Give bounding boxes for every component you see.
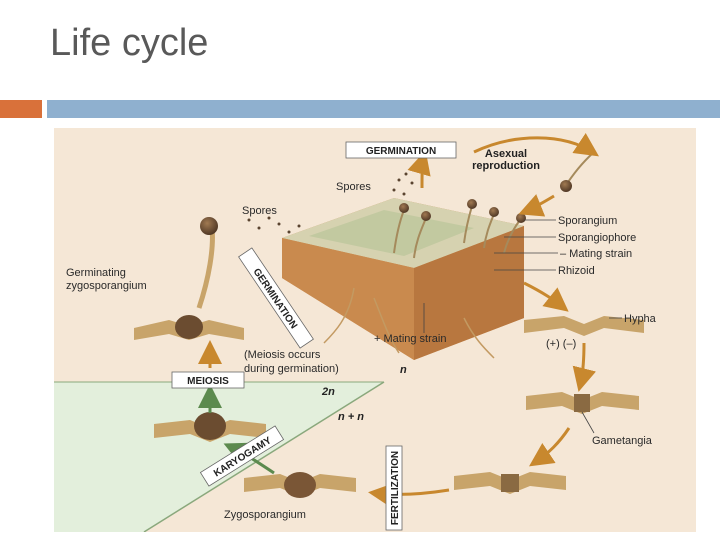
spores-top-label: Spores bbox=[336, 181, 371, 193]
spores-left-label: Spores bbox=[242, 205, 277, 217]
accent-bar-blue bbox=[47, 100, 720, 118]
germination-top-box: GERMINATION bbox=[345, 141, 457, 159]
fertilization-stage bbox=[454, 472, 566, 494]
slide-title: Life cycle bbox=[50, 22, 209, 64]
gametangia-label: Gametangia bbox=[592, 435, 653, 447]
germinating-zygosporangium bbox=[134, 217, 244, 340]
plus-minus-label: (+) (–) bbox=[546, 338, 576, 350]
zygosporangium bbox=[244, 472, 356, 498]
n-plus-n-label: n + n bbox=[338, 411, 364, 423]
life-cycle-diagram: GERMINATION MEIOSIS GERMINATION KARYOGAM… bbox=[54, 128, 696, 532]
germination-top-label: GERMINATION bbox=[366, 146, 436, 157]
asexual-label-1: Asexual bbox=[485, 148, 527, 160]
asexual-label-2: reproduction bbox=[472, 160, 540, 172]
fertilization-label: FERTILIZATION bbox=[390, 451, 401, 525]
arrow-to-bread bbox=[518, 194, 555, 217]
arrow-to-fertilization bbox=[529, 427, 571, 467]
germinating-label-1: Germinating bbox=[66, 267, 126, 279]
asexual-sporangium bbox=[560, 151, 595, 192]
hypha-label: Hypha bbox=[624, 313, 657, 325]
n-label: n bbox=[400, 364, 407, 376]
spores-dots bbox=[247, 172, 414, 234]
arrow-asexual-cycle bbox=[473, 133, 599, 157]
hypha-pair bbox=[524, 316, 644, 336]
meiosis-box: MEIOSIS bbox=[171, 371, 245, 389]
mating-minus-label: – Mating strain bbox=[560, 248, 632, 260]
arrow-to-gametangia bbox=[572, 342, 597, 392]
gametangia-stage bbox=[526, 392, 639, 414]
zygosporangium-label: Zygosporangium bbox=[224, 509, 306, 521]
arrow-to-zygosporangium bbox=[368, 483, 450, 508]
karyogamy-zygote bbox=[154, 412, 266, 442]
accent-bar-orange bbox=[0, 100, 42, 118]
sporangiophore-label: Sporangiophore bbox=[558, 232, 636, 244]
germinating-label-2: zygosporangium bbox=[66, 280, 147, 292]
rhizoid-label: Rhizoid bbox=[558, 265, 595, 277]
diploid-boundary bbox=[143, 381, 385, 532]
sporangiophores bbox=[393, 199, 526, 259]
two-n-label: 2n bbox=[321, 386, 335, 398]
meiosis-note-2: during germination) bbox=[244, 363, 339, 375]
sporangium-label: Sporangium bbox=[558, 215, 617, 227]
meiosis-label: MEIOSIS bbox=[187, 376, 229, 387]
fertilization-box: FERTILIZATION bbox=[385, 445, 403, 531]
arrow-to-hypha bbox=[523, 281, 569, 312]
meiosis-note-1: (Meiosis occurs bbox=[244, 349, 321, 361]
bread-slice bbox=[282, 198, 524, 360]
mating-plus-label: + Mating strain bbox=[374, 333, 446, 345]
arrow-germination-top bbox=[407, 150, 431, 189]
